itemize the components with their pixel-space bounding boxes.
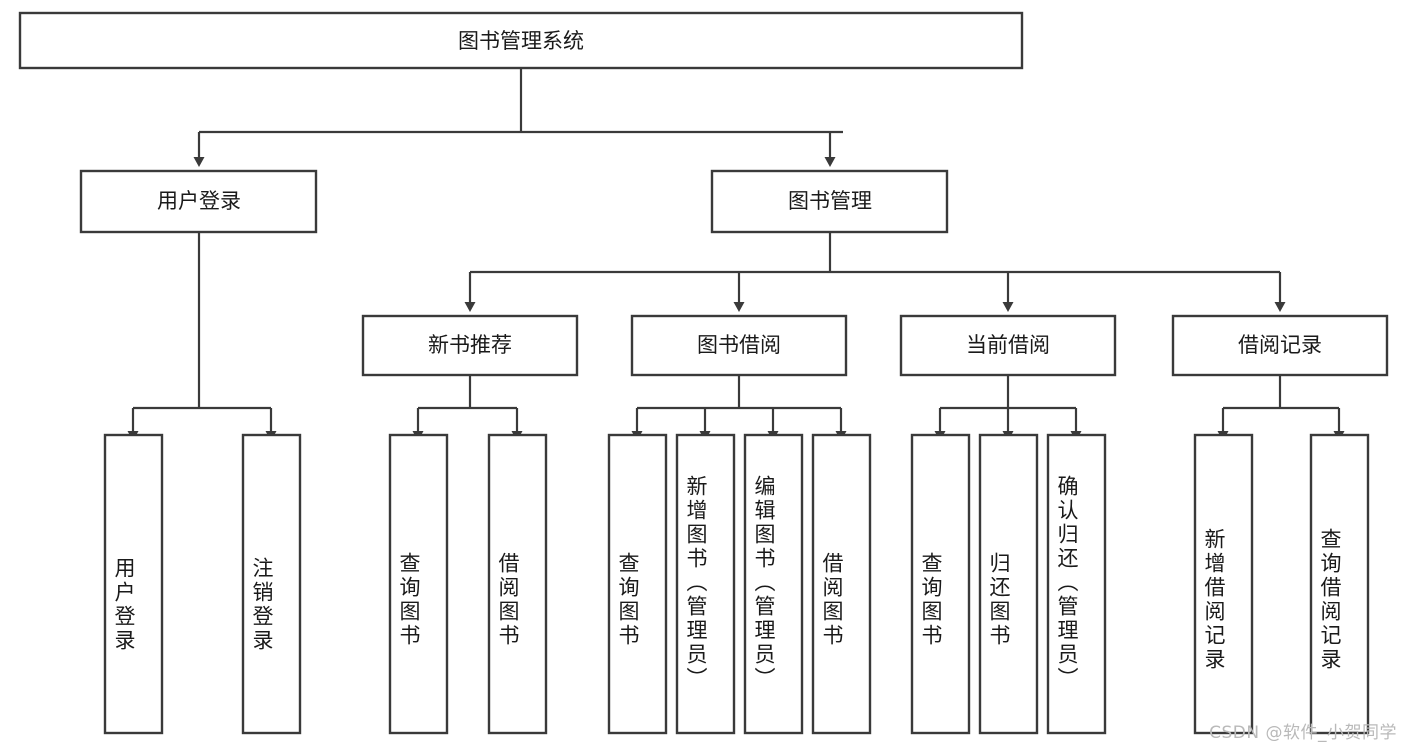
- edges-borrow-record-to-leaves: [1217, 375, 1345, 441]
- edges-borrow-book-to-leaves: [631, 375, 847, 441]
- leaf-boxes-borrow-record[interactable]: [1193, 433, 1370, 735]
- leaf-box: [241, 433, 302, 735]
- leaf-box: [388, 433, 449, 735]
- leaf-box: [1309, 433, 1370, 735]
- watermark-text: CSDN @软件_小贺同学: [1209, 723, 1397, 743]
- node-new-book-recommend-label: 新书推荐: [428, 333, 512, 357]
- node-book-management-label: 图书管理: [788, 189, 872, 213]
- node-root-label: 图书管理系统: [458, 29, 584, 53]
- leaf-boxes-new-book-recommend[interactable]: [388, 433, 548, 735]
- node-borrow-record-label: 借阅记录: [1238, 333, 1322, 357]
- node-current-borrow-label: 当前借阅: [966, 333, 1050, 357]
- leaf-box: [811, 433, 872, 735]
- leaf-box: [103, 433, 164, 735]
- leaf-boxes-current-borrow[interactable]: [910, 433, 1107, 735]
- node-book-borrow[interactable]: 图书借阅: [630, 314, 848, 377]
- edges-level2-to-level3: [464, 232, 1286, 312]
- leaf-box: [978, 433, 1039, 735]
- leaf-boxes-book-borrow[interactable]: [607, 433, 872, 735]
- node-book-borrow-label: 图书借阅: [697, 333, 781, 357]
- edges-root-to-level2: [193, 68, 843, 167]
- leaf-box: [1193, 433, 1254, 735]
- leaf-box: [675, 433, 736, 735]
- node-root[interactable]: 图书管理系统: [18, 11, 1024, 70]
- node-new-book-recommend[interactable]: 新书推荐: [361, 314, 579, 377]
- leaf-box: [607, 433, 668, 735]
- edges-new-book-to-leaves: [412, 375, 523, 441]
- node-user-login[interactable]: 用户登录: [79, 169, 318, 234]
- leaf-boxes-user-login[interactable]: [103, 433, 302, 735]
- leaf-box: [910, 433, 971, 735]
- node-current-borrow[interactable]: 当前借阅: [899, 314, 1117, 377]
- node-borrow-record[interactable]: 借阅记录: [1171, 314, 1389, 377]
- edges-user-login-to-leaves: [127, 232, 277, 441]
- node-user-login-label: 用户登录: [157, 189, 241, 213]
- leaf-box: [487, 433, 548, 735]
- leaf-box: [1046, 433, 1107, 735]
- node-book-management[interactable]: 图书管理: [710, 169, 949, 234]
- leaf-box: [743, 433, 804, 735]
- edges-current-borrow-to-leaves: [934, 375, 1082, 441]
